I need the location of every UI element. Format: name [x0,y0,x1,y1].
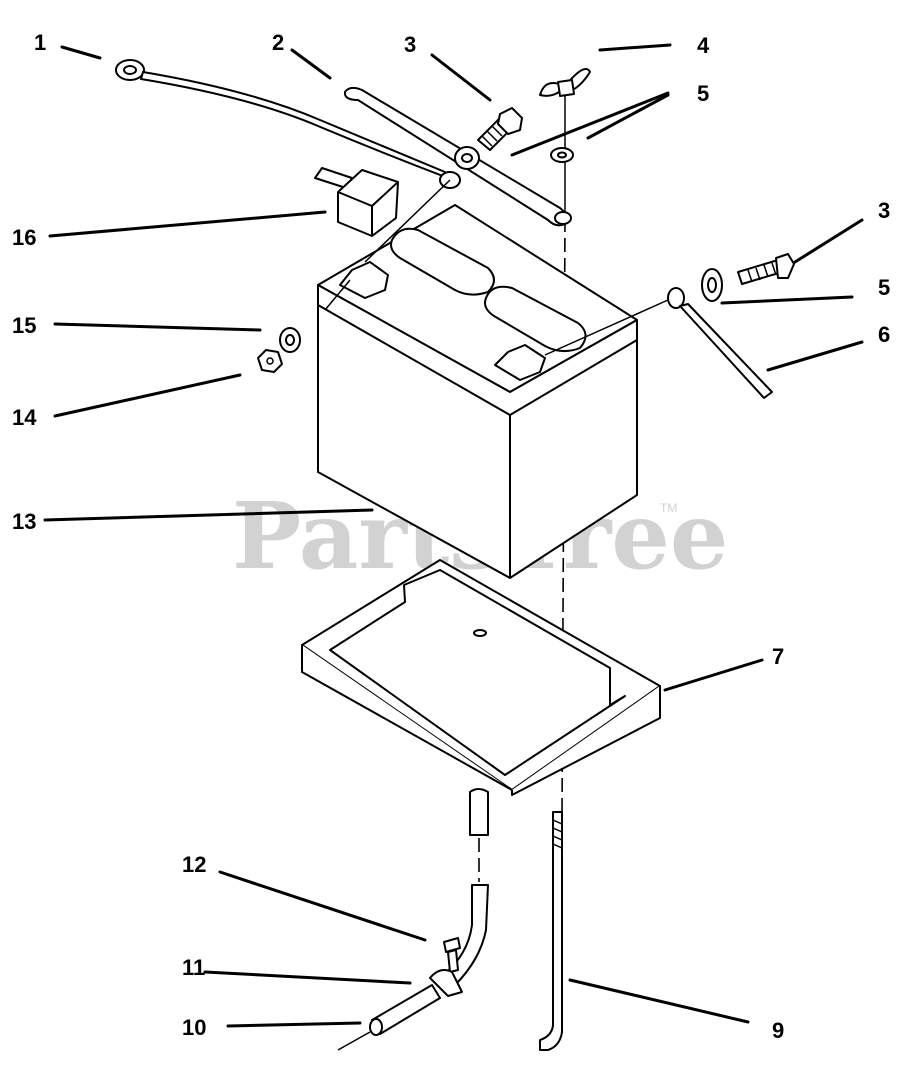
nut-14 [257,349,283,373]
leader-6 [766,340,864,372]
leader-5a-1 [510,91,670,157]
cover-edges [337,181,399,236]
cable-6-wire [679,303,773,399]
washer-5-rod-hole [557,151,567,159]
leader-2 [290,48,332,80]
bolt-3-threads [481,125,503,147]
callout-9: 9 [772,1018,784,1043]
callout-7: 7 [772,644,784,669]
callout-labels: 1 2 3 4 5 3 5 6 16 15 14 13 7 12 11 10 9 [12,30,890,1043]
cable-1-ring-hole [123,65,137,75]
washer-15-hole [285,334,295,346]
callout-12: 12 [182,852,206,877]
leader-5b [720,295,854,305]
callout-2: 2 [272,30,284,55]
callout-15: 15 [12,313,36,338]
screw-12-shank [447,949,459,973]
screw-12-head [443,937,461,953]
terminal-cover-16 [314,167,399,237]
cable-6-ring [667,287,685,309]
vent-tube-tail [337,1031,371,1051]
callout-11: 11 [182,955,205,980]
neg-axis-line [364,179,451,263]
callout-5: 5 [697,81,709,106]
washer-5b-hole [707,277,717,293]
nut-14-hole [266,357,274,365]
leader-14 [53,373,242,418]
callout-16: 16 [12,225,36,250]
bolt-3b-head [775,253,795,279]
battery-terminal-positive [494,344,546,381]
leader-16 [48,210,327,238]
wing-nut-body [557,79,575,97]
callout-4: 4 [697,33,710,58]
wing-nut-4 [539,68,591,163]
vent-tube-10-end [369,1018,383,1036]
neg-nut-axis [324,279,351,311]
washer-5-top-hole [461,153,473,163]
tray-hole [473,629,487,637]
j-bolt [539,811,563,1051]
leader-3a [430,53,492,102]
callout-10: 10 [182,1015,206,1040]
watermark-trademark: TM [660,501,677,515]
battery-terminal-negative [339,261,389,299]
callout-5-right: 5 [878,275,890,300]
positive-cable-6 [544,253,795,399]
battery-vent-cap-2 [484,285,587,352]
leader-13 [43,508,374,522]
clamp-11 [429,969,463,997]
bolt-3b-threads [747,262,777,283]
cable-1 [115,59,461,189]
callout-13: 13 [12,509,36,534]
vent-tube-hardware [337,788,489,1051]
callout-6: 6 [878,322,890,347]
callout-1: 1 [34,30,46,55]
leader-3b [793,218,864,264]
callout-3: 3 [404,32,416,57]
tray-floor [329,569,626,776]
vent-tube-top [469,788,489,836]
wing-left [539,82,563,97]
leader-5a-2 [586,93,670,140]
leader-4 [598,43,672,52]
callout-3-right: 3 [878,198,890,223]
nut-washer-14-15 [257,327,301,373]
leader-15 [53,322,262,332]
bolt-3-head [497,107,523,135]
leader-10 [226,1021,362,1028]
tray-right-wall [511,686,661,796]
pos-axis-line [544,299,669,356]
leader-12 [218,870,427,942]
leader-1 [60,45,102,60]
leader-9 [568,978,750,1024]
battery-lid-side [317,284,638,416]
battery-tray-7 [301,559,661,796]
leader-11 [203,970,412,985]
neg-terminal-hardware [324,107,523,311]
battery-vent-cap-1 [390,227,495,296]
callout-14: 14 [12,405,37,430]
cable-2-eye [554,211,572,225]
battery-13 [317,204,638,579]
leader-7 [663,658,764,692]
leader-lines [43,43,864,1028]
j-bolt-threads [552,819,563,849]
tray-left-wall [301,645,513,791]
